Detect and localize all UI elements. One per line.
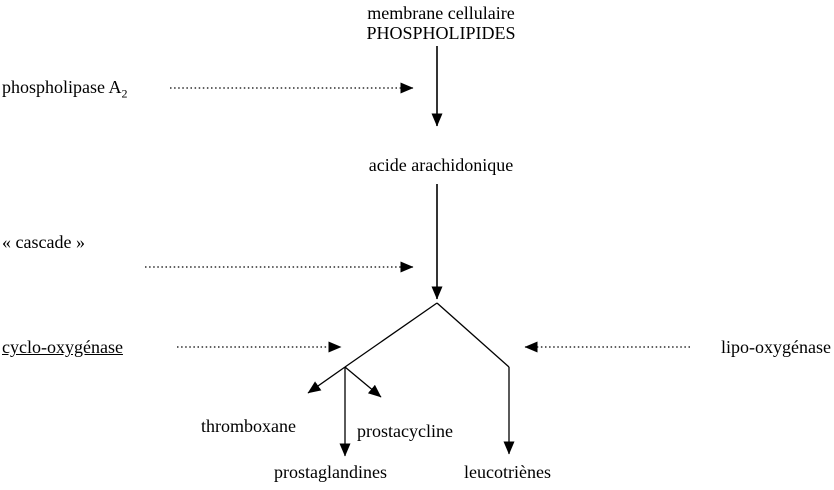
branch-line-left [344,302,438,368]
enzyme-lipo-oxygenase: lipo-oxygénase [721,337,831,357]
enzyme-phospholipase-a2-text: phospholipase A [2,77,122,97]
branch-line-right [436,302,510,368]
node-prostaglandines: prostaglandines [274,462,387,482]
arrow-to-prostacycline [344,366,382,398]
node-acide-arachidonique: acide arachidonique [368,155,514,175]
label-cascade: « cascade » [2,232,85,252]
enzyme-phospholipase-a2: phospholipase A2 [2,77,128,101]
node-prostacycline: prostacycline [357,421,453,441]
enzyme-cyclo-oxygenase: cyclo-oxygénase [2,337,123,357]
node-phospholipides: PHOSPHOLIPIDES [366,23,516,43]
arrow-to-thromboxane [307,366,346,394]
node-thromboxane: thromboxane [201,416,296,436]
enzyme-phospholipase-a2-subscript: 2 [121,86,128,101]
node-leucotrienes: leucotriènes [464,462,551,482]
node-membrane-cellulaire: membrane cellulaire [367,3,515,23]
